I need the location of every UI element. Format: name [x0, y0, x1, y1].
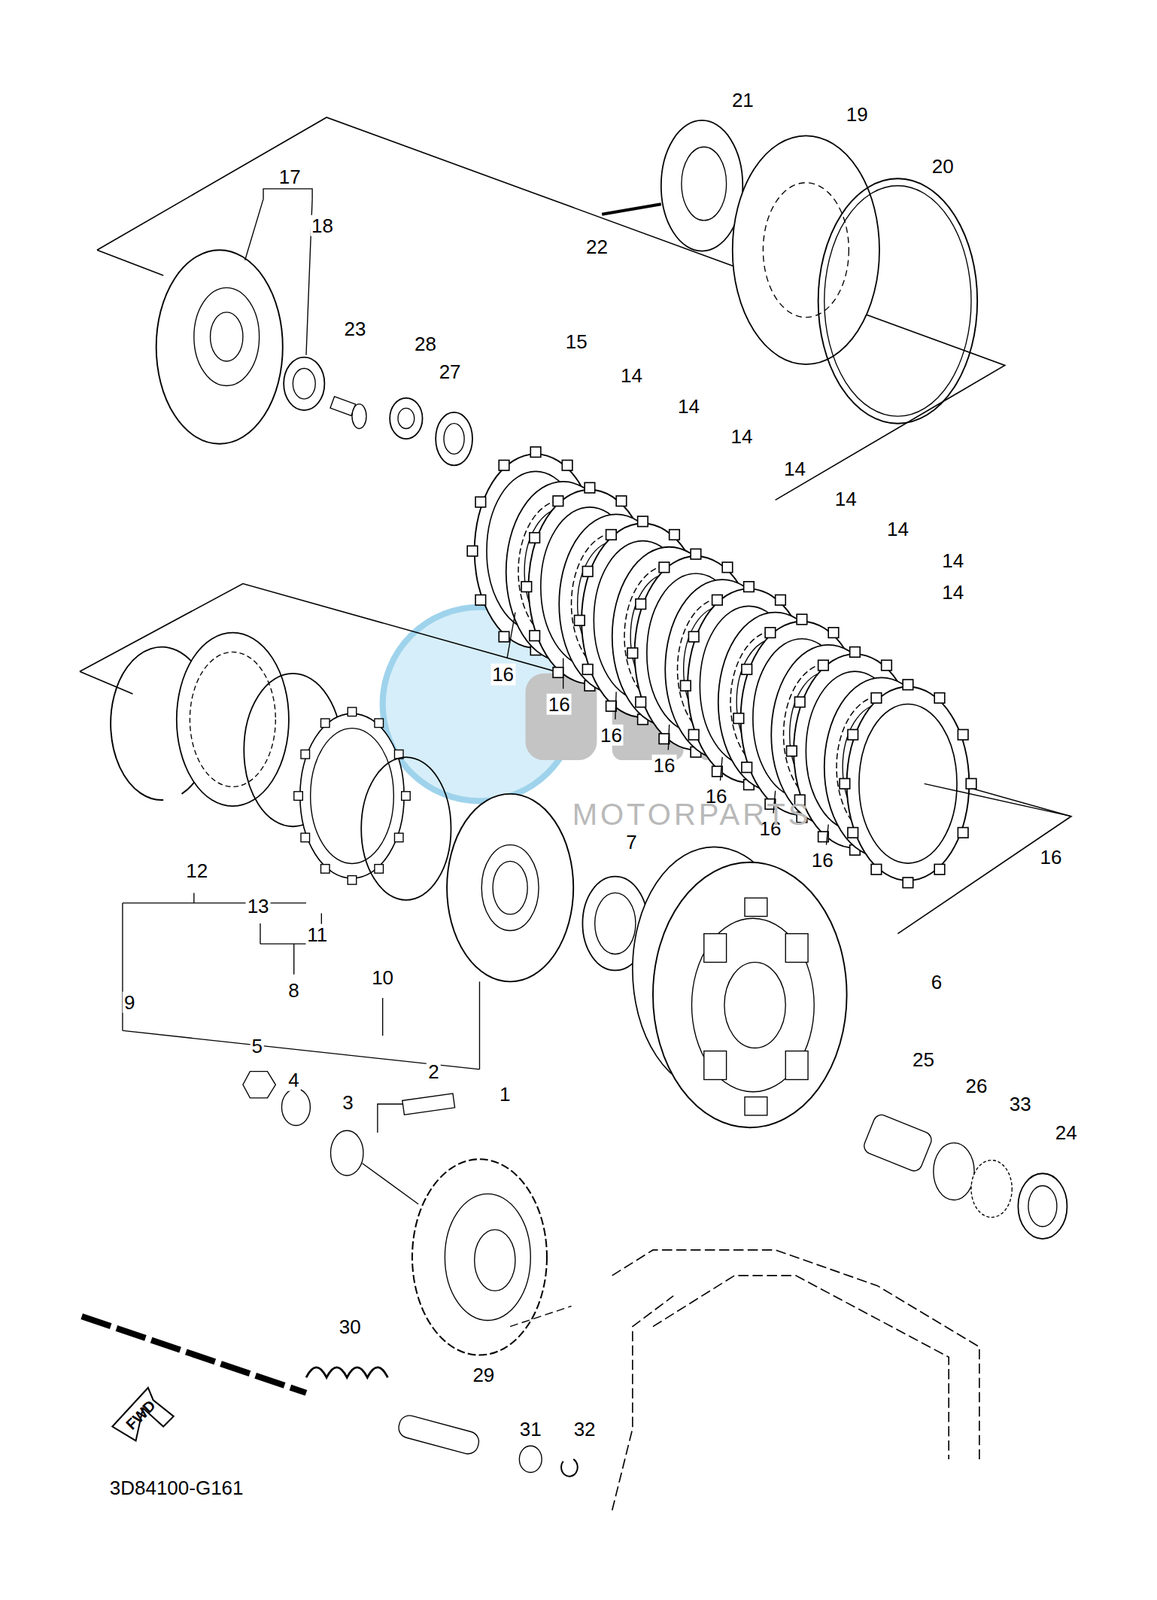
- callout-number: 19: [844, 103, 870, 126]
- callout-number: 14: [885, 517, 911, 540]
- callout-number: 16: [598, 723, 624, 746]
- callout-number: 30: [337, 1315, 363, 1338]
- callout-number: 14: [940, 549, 966, 571]
- watermark: MOTORPARTS: [570, 797, 814, 831]
- callout-number: 2: [426, 1060, 441, 1083]
- callout-number: 26: [963, 1075, 989, 1097]
- callout-number: 17: [277, 165, 303, 188]
- callout-number: 3: [340, 1090, 355, 1113]
- callout-number: 24: [1053, 1121, 1079, 1144]
- callout-number: 8: [286, 978, 301, 1001]
- callout-number: 9: [122, 991, 137, 1014]
- callout-number: 10: [370, 966, 395, 989]
- callout-number: 15: [564, 331, 590, 353]
- callout-number: 12: [184, 859, 210, 882]
- callout-number: 29: [470, 1363, 496, 1386]
- callout-number: 25: [911, 1048, 936, 1071]
- callout-number: 13: [245, 895, 271, 918]
- callout-number: 23: [343, 317, 368, 340]
- callout-number: 7: [624, 831, 638, 854]
- callout-number: 11: [305, 923, 329, 946]
- callout-number: 33: [1008, 1093, 1033, 1115]
- callout-number: 14: [940, 580, 966, 603]
- callout-number: 16: [546, 693, 572, 716]
- callout-number: 14: [619, 364, 644, 387]
- callout-number: 4: [286, 1068, 301, 1091]
- callout-number: 20: [930, 155, 956, 178]
- callout-number: 16: [810, 849, 836, 872]
- callout-number: 14: [676, 394, 702, 417]
- callout-number: 22: [584, 236, 610, 259]
- callout-number: 31: [518, 1417, 544, 1440]
- callout-number: 32: [572, 1417, 598, 1440]
- callout-number: 16: [651, 754, 677, 777]
- callout-number: 6: [929, 970, 944, 993]
- callout-number: 27: [437, 360, 463, 383]
- callout-number: 16: [1038, 846, 1063, 869]
- callout-number: 14: [782, 457, 808, 480]
- callout-number: 14: [833, 488, 859, 511]
- callout-number: 18: [309, 214, 335, 237]
- callout-number: 28: [412, 333, 438, 356]
- callout-number: 5: [250, 1035, 265, 1057]
- diagram-code: 3D84100-G161: [108, 1476, 246, 1499]
- callout-number: 1: [498, 1083, 512, 1106]
- callout-number: 14: [729, 425, 755, 448]
- callout-number: 16: [490, 663, 516, 686]
- callout-number: 21: [730, 89, 756, 112]
